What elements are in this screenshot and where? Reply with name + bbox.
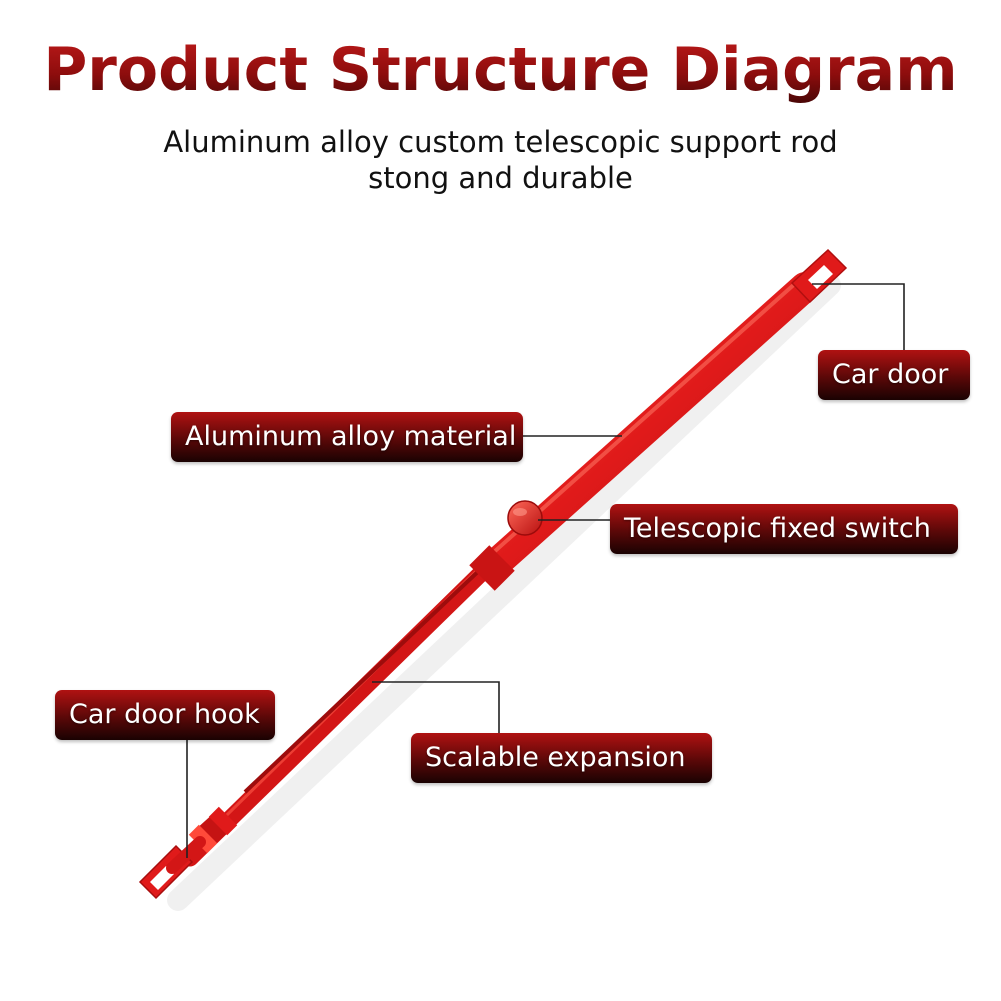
label-telescopic-fixed-switch: Telescopic fixed switch (610, 504, 958, 554)
subtitle-line-2: stong and durable (368, 161, 633, 195)
label-scalable-expansion: Scalable expansion (411, 733, 712, 783)
subtitle-line-1: Aluminum alloy custom telescopic support… (163, 125, 838, 159)
car-door-tab (790, 248, 848, 304)
outer-tube-highlight (492, 279, 800, 554)
inner-tube-slot (243, 563, 487, 794)
car-door-hook (138, 836, 206, 900)
collar (469, 545, 515, 591)
rod-shadow (167, 274, 841, 911)
leader-line-scalable-expansion (372, 681, 500, 735)
telescopic-switch-knob (507, 500, 543, 536)
page-title: Product Structure Diagram (0, 30, 1001, 110)
label-car-door: Car door (818, 350, 970, 400)
outer-tube (485, 272, 820, 575)
inner-tube (181, 536, 519, 867)
leader-line-car-door (812, 283, 905, 352)
label-aluminum-alloy-material: Aluminum alloy material (171, 412, 523, 462)
knob-highlight (513, 508, 527, 516)
label-car-door-hook: Car door hook (55, 690, 275, 740)
